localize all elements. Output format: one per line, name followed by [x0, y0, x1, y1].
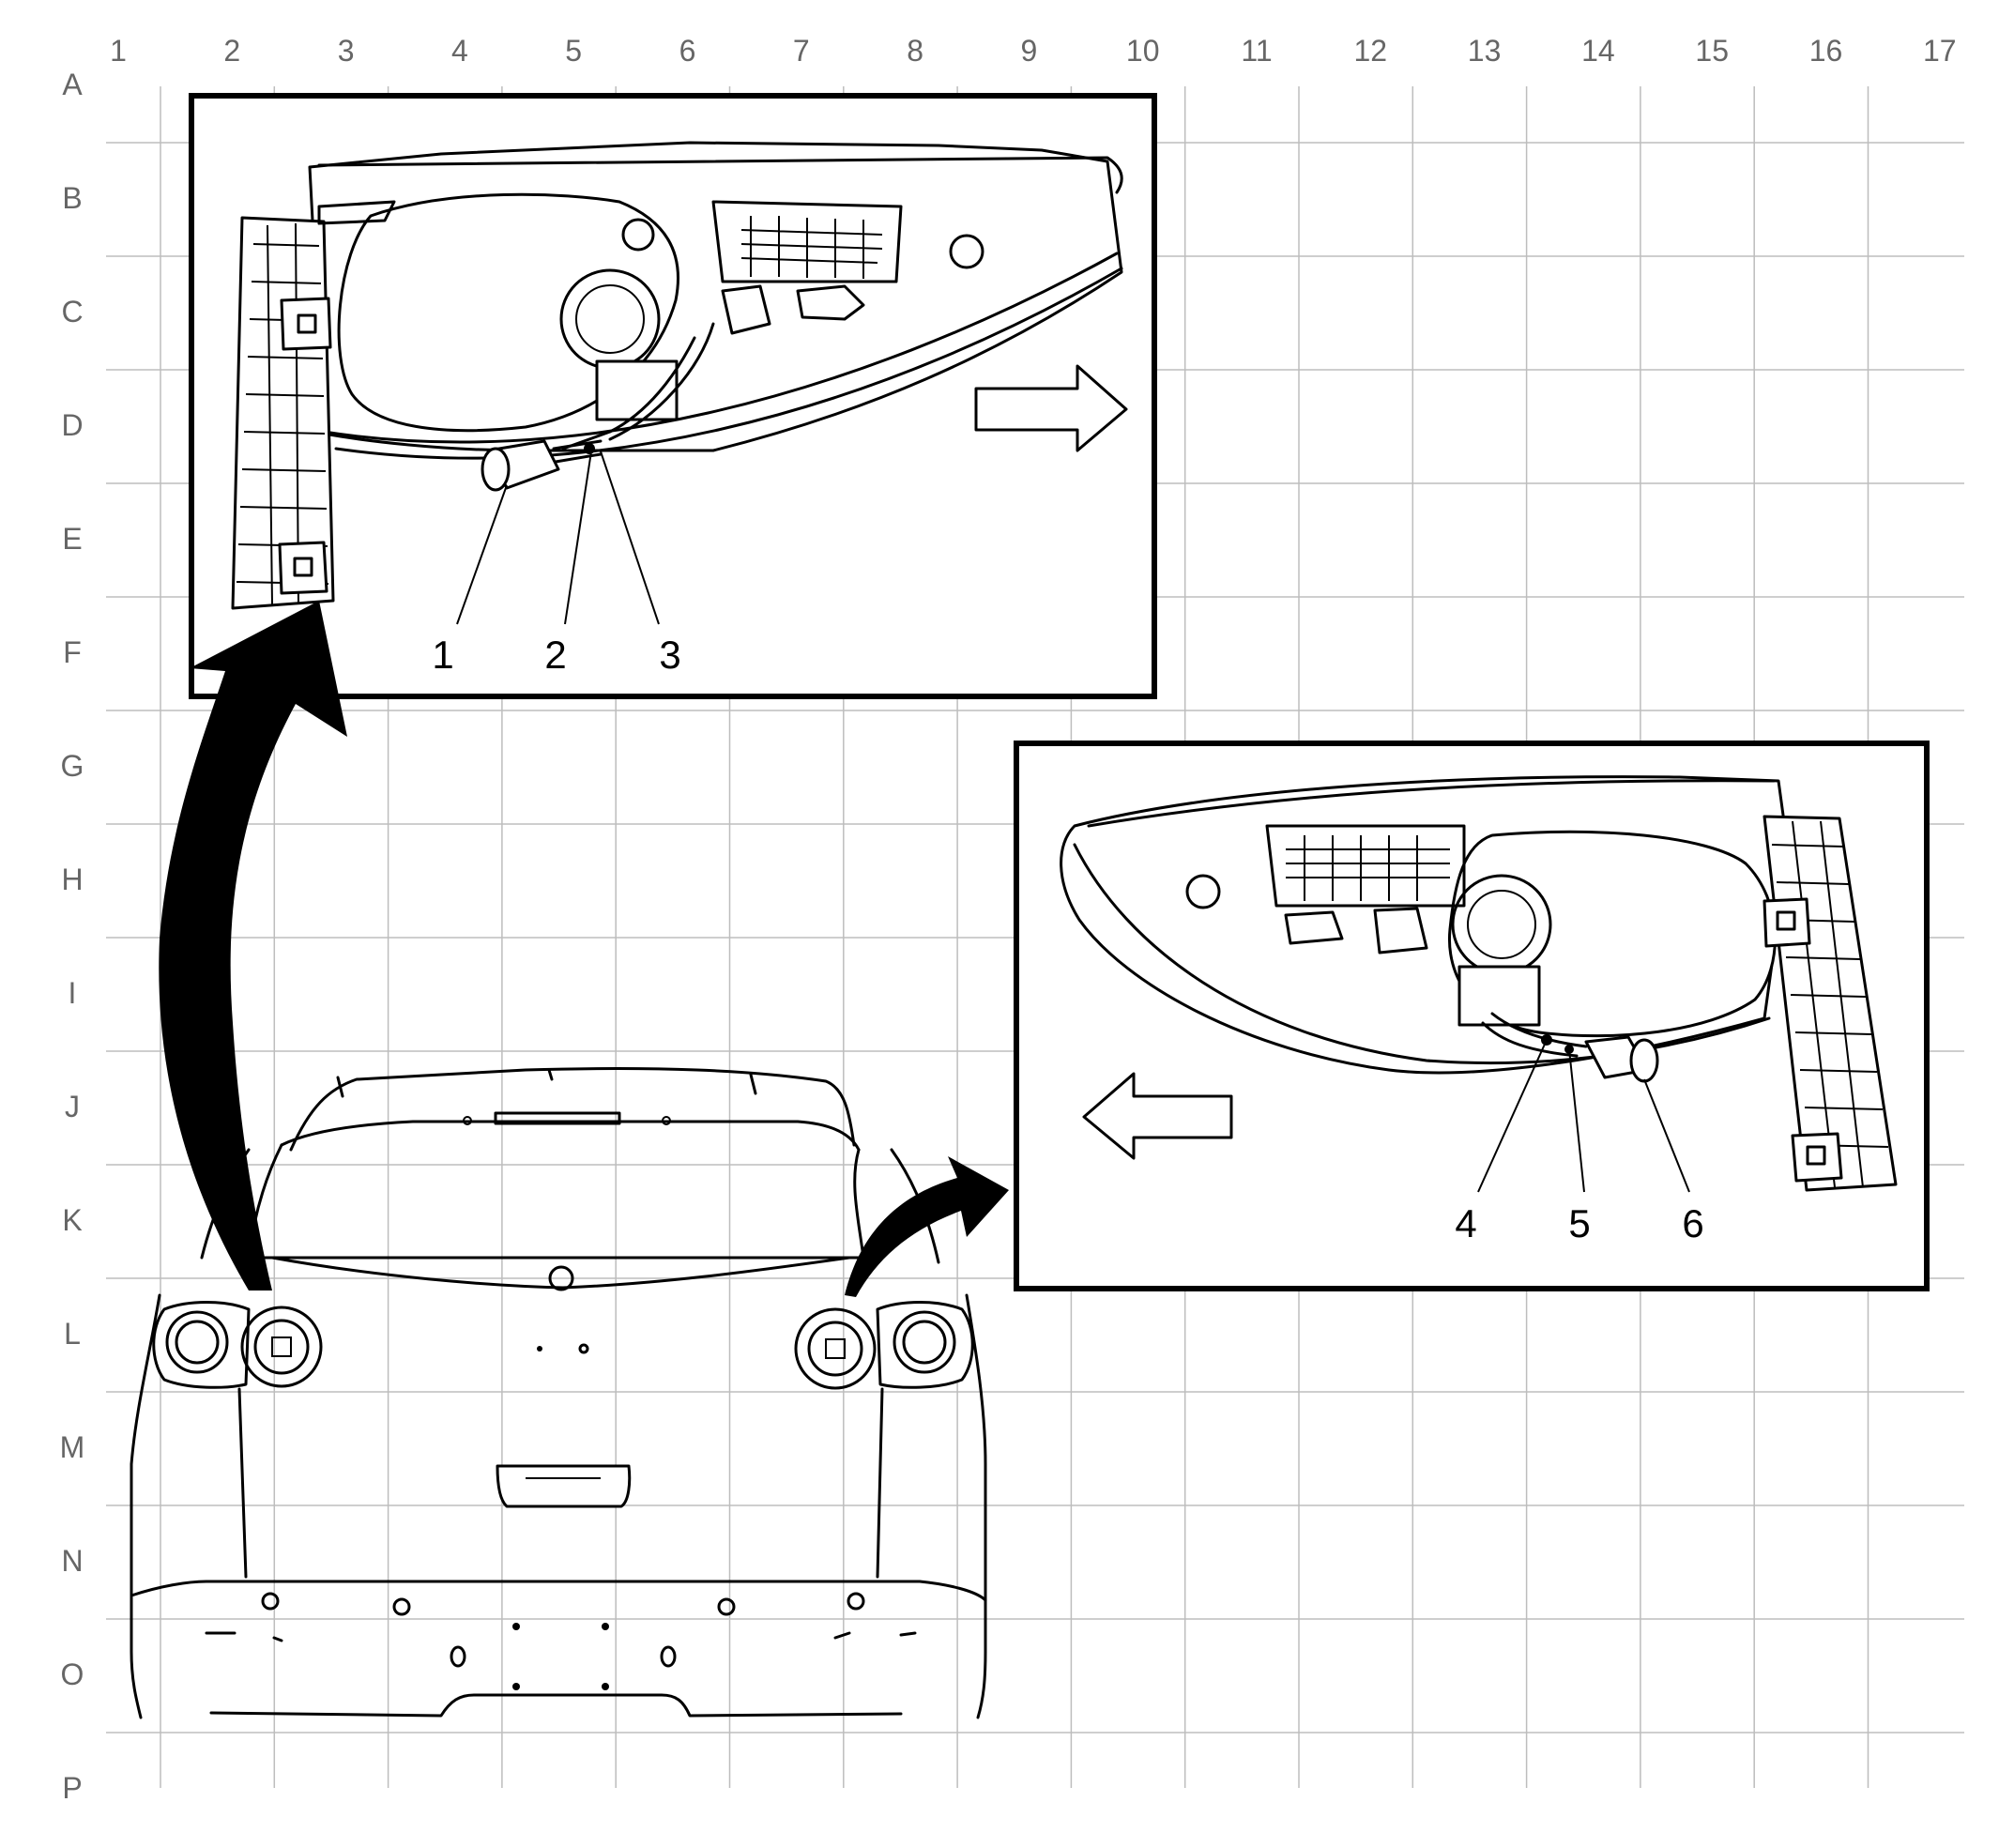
grid-column-label: 17: [1923, 34, 1957, 68]
right-tail-lamp-assembly: [1060, 775, 1898, 1192]
grid-column-label: 8: [907, 34, 923, 68]
right-callout-leaders: [1477, 1039, 1690, 1193]
callout-3: 3: [659, 633, 680, 677]
grid-column-label: 4: [451, 34, 468, 68]
grid-row-label: K: [62, 1203, 82, 1237]
grid-row-label: J: [65, 1090, 80, 1123]
left-callout-numbers: 1 2 3: [432, 633, 680, 677]
grid-row-labels: A B C D E F G H I J K L M N O P: [60, 68, 85, 1805]
right-callout-numbers: 4 5 6: [1455, 1201, 1703, 1245]
left-callout-leaders: [456, 451, 660, 625]
grid-column-label: 9: [1021, 34, 1038, 68]
arrow-left-icon: [1082, 1072, 1233, 1160]
right-tail-lamps: [794, 1301, 974, 1390]
vehicle-rear-view: [130, 1067, 987, 1719]
grid-row-label: B: [62, 181, 82, 215]
grid-column-label: 15: [1695, 34, 1729, 68]
grid-row-label: P: [62, 1771, 82, 1805]
grid-row-label: F: [63, 635, 82, 669]
grid-row-label: A: [62, 68, 83, 101]
curved-arrow-right-icon: [845, 1156, 1009, 1297]
curved-arrow-up-icon: [159, 601, 347, 1291]
grid-row-label: M: [60, 1430, 85, 1464]
grid-column-label: 6: [679, 34, 696, 68]
callout-2: 2: [544, 633, 566, 677]
grid-row-label: I: [69, 976, 77, 1010]
grid-row-label: N: [61, 1544, 83, 1578]
grid-row-label: G: [61, 749, 84, 783]
grid-column-label: 14: [1581, 34, 1615, 68]
grid-column-label: 2: [223, 34, 240, 68]
callout-1: 1: [432, 633, 453, 677]
callout-4: 4: [1455, 1201, 1476, 1245]
grid-row-label: E: [62, 522, 82, 556]
grid-column-label: 16: [1809, 34, 1843, 68]
grid-column-label: 11: [1241, 34, 1272, 68]
grid-column-label: 10: [1126, 34, 1160, 68]
callout-6: 6: [1682, 1201, 1703, 1245]
right-detail-panel: 4 5 6: [1014, 741, 1930, 1291]
left-tail-lamps: [152, 1301, 323, 1389]
grid-column-label: 5: [565, 34, 582, 68]
arrow-right-icon: [974, 364, 1128, 452]
grid-column-label: 7: [793, 34, 810, 68]
left-detail-panel: 1 2 3: [189, 93, 1157, 699]
grid-row-label: H: [61, 863, 83, 896]
grid-row-label: O: [61, 1657, 84, 1691]
callout-5: 5: [1568, 1201, 1590, 1245]
grid-row-label: D: [61, 408, 83, 442]
left-tail-lamp-assembly: [231, 141, 1123, 610]
grid-row-label: L: [64, 1317, 81, 1351]
grid-column-label: 12: [1354, 34, 1388, 68]
grid-row-label: C: [61, 295, 83, 328]
grid-column-label: 3: [338, 34, 355, 68]
grid-column-label: 1: [110, 34, 127, 68]
grid-column-label: 13: [1468, 34, 1502, 68]
